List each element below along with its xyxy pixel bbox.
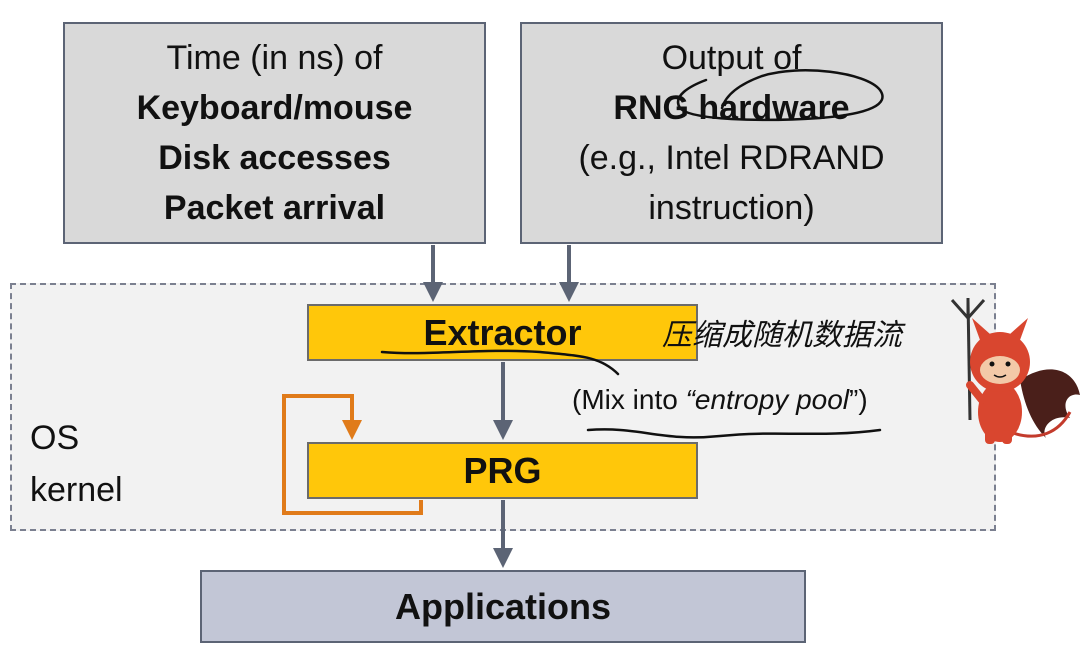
os-kernel-label-line2: kernel — [30, 471, 123, 509]
rdrand-example-line1: (e.g., Intel RDRAND — [578, 139, 885, 177]
prg-label: PRG — [463, 449, 542, 491]
timing-source-box: Time (in ns) of Keyboard/mouse Disk acce… — [63, 22, 486, 244]
rdrand-example-line2: instruction) — [648, 189, 815, 227]
entropy-pool-note: (Mix into “entropy pool”) — [572, 384, 868, 416]
entropy-pool-note-suffix: ”) — [849, 384, 868, 415]
rng-output-title: Output of — [661, 39, 802, 77]
applications-label: Applications — [394, 585, 612, 627]
disk-accesses-label: Disk accesses — [158, 139, 391, 177]
extractor-box: Extractor — [307, 304, 698, 361]
applications-box: Applications — [200, 570, 806, 643]
packet-arrival-label: Packet arrival — [163, 189, 386, 227]
keyboard-mouse-label: Keyboard/mouse — [136, 89, 413, 127]
entropy-pool-note-italic: “entropy pool — [685, 384, 850, 415]
rng-hardware-label: RNG hardware — [613, 89, 850, 127]
os-kernel-label: OS kernel — [30, 412, 180, 516]
extractor-label: Extractor — [423, 311, 582, 353]
rng-hardware-box: Output of RNG hardware (e.g., Intel RDRA… — [520, 22, 943, 244]
os-kernel-label-line1: OS — [30, 419, 80, 457]
timing-source-title: Time (in ns) of — [166, 39, 383, 77]
prg-box: PRG — [307, 442, 698, 499]
entropy-pool-note-prefix: (Mix into — [572, 384, 686, 415]
